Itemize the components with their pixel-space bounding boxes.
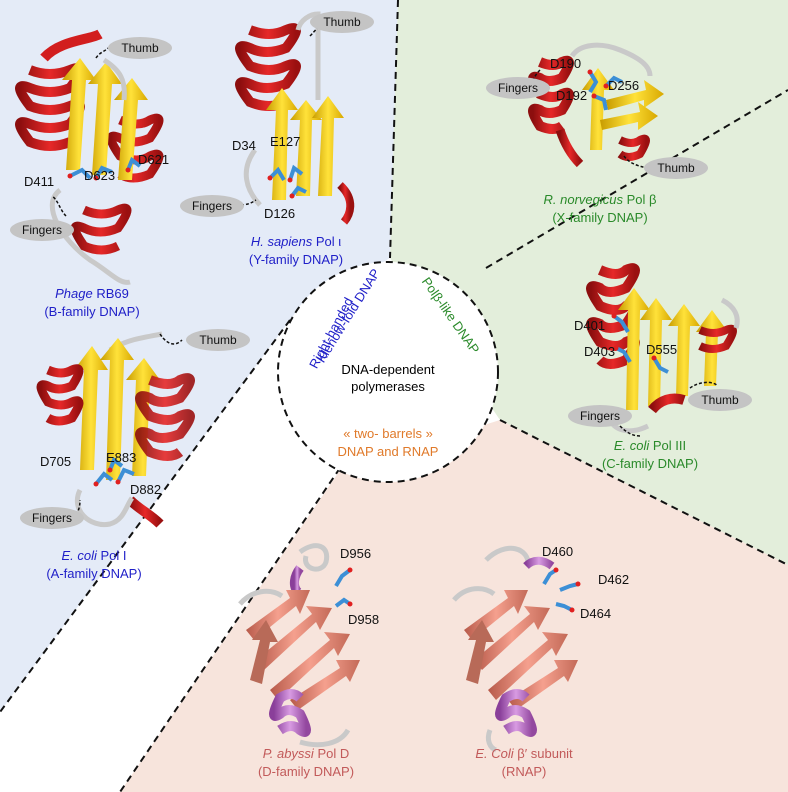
- rnap-res-d462: D462: [598, 572, 629, 587]
- pol-d-family: (D-family DNAP): [258, 764, 354, 779]
- rb69-family: (B-family DNAP): [44, 304, 139, 319]
- pol-beta-family: (X-family DNAP): [552, 210, 647, 225]
- pol-iii-res-d403: D403: [584, 344, 615, 359]
- rb69-res-d621: D621: [138, 152, 169, 167]
- rb69-res-d623: D623: [84, 168, 115, 183]
- rb69-name-italic: Phage: [55, 286, 93, 301]
- arc-label-two-barrels-2: DNAP and RNAP: [338, 444, 439, 459]
- pol-beta-thumb-label: Thumb: [657, 161, 695, 175]
- structure-pol-iota: [235, 11, 355, 225]
- pol-d-res-d958: D958: [348, 612, 379, 627]
- rb69-fingers-tag: Fingers: [10, 219, 74, 241]
- pol-i-name-italic: E. coli: [61, 548, 98, 563]
- pol-i-fingers-label: Fingers: [32, 511, 72, 525]
- structure-pol-beta: [528, 42, 664, 169]
- rnap-res-d464: D464: [580, 606, 611, 621]
- pol-beta-thumb-tag: Thumb: [644, 157, 708, 179]
- pol-i-res-e883: E883: [106, 450, 136, 465]
- pol-d-caption: P. abyssi Pol D: [263, 746, 349, 761]
- rnap-name-rest: β′ subunit: [514, 746, 573, 761]
- pol-iii-name-italic: E. coli: [614, 438, 651, 453]
- pol-iii-name-rest: Pol III: [649, 438, 686, 453]
- rnap-name-italic: E. Coli: [475, 746, 514, 761]
- pol-d-name-rest: Pol D: [314, 746, 349, 761]
- pol-iota-res-d34: D34: [232, 138, 256, 153]
- rnap-res-d460: D460: [542, 544, 573, 559]
- pol-iii-fingers-tag: Fingers: [568, 405, 632, 427]
- rb69-fingers-label: Fingers: [22, 223, 62, 237]
- pol-i-caption: E. coli Pol I: [61, 548, 126, 563]
- rb69-caption: Phage RB69: [55, 286, 129, 301]
- pol-i-res-d705: D705: [40, 454, 71, 469]
- rb69-name-rest: RB69: [93, 286, 129, 301]
- pol-iota-fingers-label: Fingers: [192, 199, 232, 213]
- structure-rb69: [15, 29, 164, 285]
- center-circle: [277, 261, 499, 483]
- pol-iii-caption: E. coli Pol III: [614, 438, 686, 453]
- pol-i-res-d882: D882: [130, 482, 161, 497]
- structure-pol-d: [238, 543, 360, 748]
- pol-iota-caption: H. sapiens Pol ι: [251, 234, 341, 249]
- rnap-family: (RNAP): [502, 764, 547, 779]
- pol-iii-res-d401: D401: [574, 318, 605, 333]
- pol-iii-res-d555: D555: [646, 342, 677, 357]
- pol-iota-thumb-label: Thumb: [323, 15, 361, 29]
- pol-beta-fingers-label: Fingers: [498, 81, 538, 95]
- pol-iota-res-e127: E127: [270, 134, 300, 149]
- pol-iii-fingers-label: Fingers: [580, 409, 620, 423]
- pol-iota-name-italic: H. sapiens: [251, 234, 313, 249]
- pol-beta-fingers-tag: Fingers: [486, 77, 550, 99]
- pol-beta-res-d192: D192: [556, 88, 587, 103]
- pol-iota-fingers-tag: Fingers: [180, 195, 244, 217]
- rb69-res-d411: D411: [24, 174, 54, 189]
- pol-beta-res-d190: D190: [550, 56, 581, 71]
- arc-label-two-barrels-1: « two- barrels »: [343, 426, 433, 441]
- pol-iota-thumb-tag: Thumb: [310, 11, 374, 33]
- pol-iota-res-d126: D126: [264, 206, 295, 221]
- pol-i-fingers-tag: Fingers: [20, 507, 84, 529]
- pol-i-thumb-tag: Thumb: [186, 329, 250, 351]
- pol-d-name-italic: P. abyssi: [263, 746, 315, 761]
- center-title-line2: polymerases: [351, 379, 425, 394]
- rb69-thumb-label: Thumb: [121, 41, 159, 55]
- center-title-line1: DNA-dependent: [341, 362, 435, 377]
- pol-beta-name-rest: Pol β: [623, 192, 657, 207]
- pol-iota-name-rest: Pol ι: [312, 234, 341, 249]
- pol-i-name-rest: Pol I: [97, 548, 127, 563]
- pol-beta-name-italic: R. norvegicus: [544, 192, 624, 207]
- pol-iii-thumb-tag: Thumb: [688, 389, 752, 411]
- white-gap-left: [0, 470, 340, 792]
- pol-iota-family: (Y-family DNAP): [249, 252, 343, 267]
- pol-d-res-d956: D956: [340, 546, 371, 561]
- pol-iii-thumb-label: Thumb: [701, 393, 739, 407]
- pol-beta-res-d256: D256: [608, 78, 639, 93]
- pol-i-family: (A-family DNAP): [46, 566, 141, 581]
- rb69-thumb-tag: Thumb: [108, 37, 172, 59]
- pol-i-thumb-label: Thumb: [199, 333, 237, 347]
- structure-rnap: [452, 545, 581, 753]
- pol-iii-family: (C-family DNAP): [602, 456, 698, 471]
- rnap-caption: E. Coli β′ subunit: [475, 746, 573, 761]
- pol-beta-caption: R. norvegicus Pol β: [544, 192, 657, 207]
